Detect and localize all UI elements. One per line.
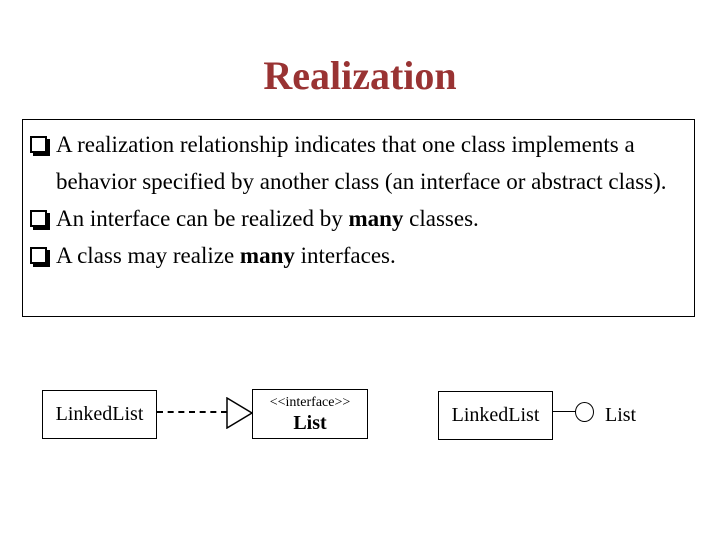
bullet-text: interfaces.: [294, 243, 396, 268]
bullet-text: A class may realize: [56, 243, 240, 268]
bullet-square-icon: [30, 136, 47, 153]
bullet-text: An interface can be realized by: [56, 206, 349, 231]
bullet-text: A realization relationship indicates tha…: [56, 132, 667, 194]
bullet-text-bold: many: [239, 243, 295, 268]
uml-class-box-linkedlist: LinkedList: [42, 390, 157, 439]
bullet-text: classes.: [403, 206, 479, 231]
bullet-square-icon: [30, 247, 47, 264]
lollipop-connector: [553, 411, 576, 412]
interface-stereotype-label: <<interface>>: [269, 394, 351, 410]
realization-arrowhead-icon: [226, 397, 254, 429]
class-name-label: LinkedList: [451, 404, 540, 426]
bullet-square-icon: [30, 210, 47, 227]
page-title: Realization: [263, 53, 457, 98]
uml-class-box-linkedlist: LinkedList: [438, 391, 553, 440]
uml-interface-box: <<interface>> List: [252, 389, 368, 439]
realization-dashed-connector: [157, 411, 227, 413]
class-name-label: LinkedList: [55, 403, 144, 425]
lollipop-interface-icon: [575, 402, 594, 422]
bullet-item: A realization relationship indicates tha…: [30, 126, 684, 200]
bullet-text-box: A realization relationship indicates tha…: [22, 119, 695, 317]
bullet-item: A class may realize many interfaces.: [30, 237, 684, 274]
bullet-text-bold: many: [348, 206, 404, 231]
bullet-item: An interface can be realized by many cla…: [30, 200, 684, 237]
interface-name-label: List: [293, 411, 327, 434]
interface-name-label: List: [605, 404, 637, 426]
